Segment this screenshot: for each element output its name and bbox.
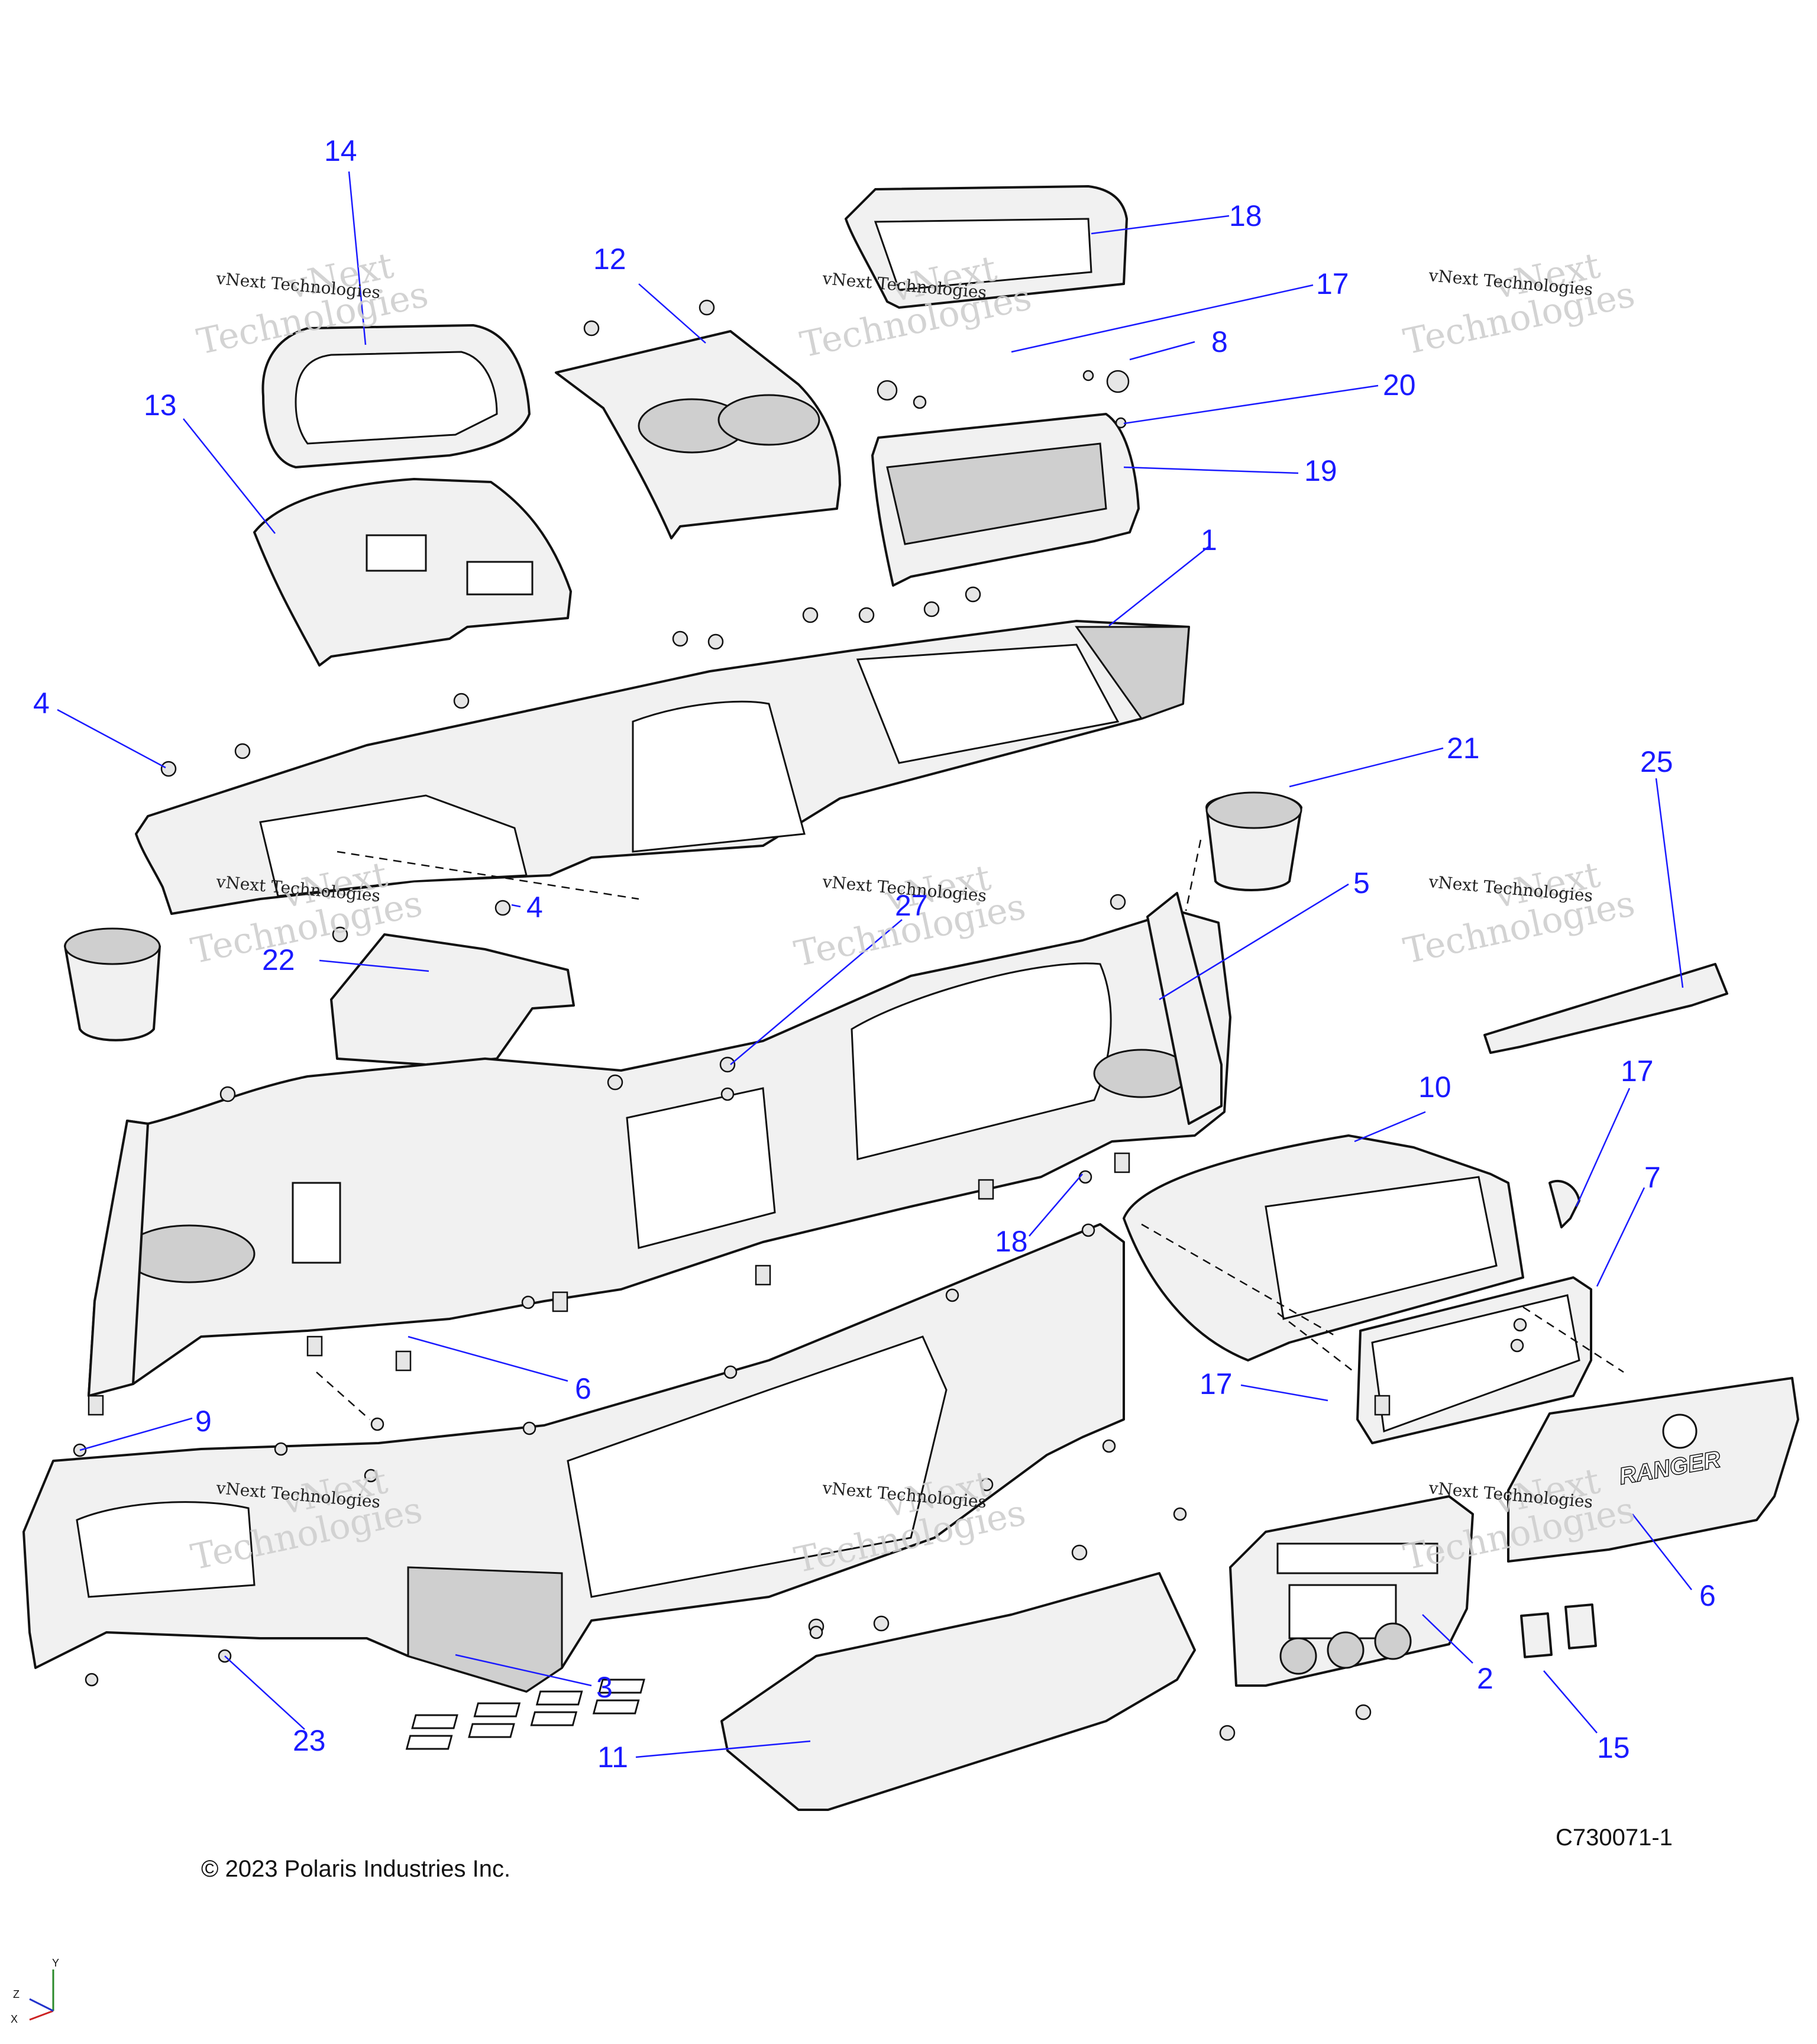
part-16-clips bbox=[1520, 1603, 1597, 1658]
cup-holder-left bbox=[64, 927, 161, 1042]
leader-lines bbox=[57, 171, 1692, 1758]
callout-27[interactable]: 27 bbox=[895, 889, 928, 922]
callout-2[interactable]: 2 bbox=[1477, 1662, 1493, 1695]
part-18-switch bbox=[1548, 1179, 1580, 1228]
figure-code: C730071-1 bbox=[1556, 1825, 1673, 1851]
callout-9[interactable]: 8 bbox=[1211, 325, 1228, 358]
part-21-glove-box-bin bbox=[871, 413, 1140, 587]
fasteners bbox=[73, 299, 1527, 1741]
part-26-trim-strip bbox=[1483, 963, 1728, 1054]
callout-19[interactable]: 18 bbox=[995, 1225, 1028, 1258]
callout-labels: 14 13 12 18 17 8 20 19 1 4 4 21 25 5 22 … bbox=[33, 134, 1716, 1774]
callout-20[interactable]: 18 bbox=[1229, 199, 1262, 232]
part-2-switch-panel bbox=[1229, 1495, 1474, 1687]
part-23-cup-holder bbox=[1205, 791, 1302, 891]
callout-10[interactable]: 9 bbox=[195, 1405, 212, 1438]
watermark-3: vNext Technologies bbox=[1400, 245, 1638, 363]
part-5-dash-frame bbox=[88, 892, 1231, 1397]
callout-13[interactable]: 12 bbox=[593, 242, 626, 276]
part-12-lower-vent-panel bbox=[405, 1572, 1196, 1811]
callout-1[interactable]: 1 bbox=[1201, 523, 1217, 557]
part-14-instrument-housing bbox=[253, 478, 572, 667]
callout-24[interactable]: 22 bbox=[262, 943, 295, 976]
callout-21[interactable]: 19 bbox=[1304, 454, 1337, 487]
callout-4-upper[interactable]: 4 bbox=[33, 687, 50, 720]
part-13-cupholder-console bbox=[555, 330, 841, 539]
watermark-6: vNext Technologies bbox=[1400, 854, 1638, 972]
callout-11[interactable]: 10 bbox=[1418, 1070, 1451, 1104]
part-3-lower-dash bbox=[22, 1223, 1125, 1693]
assembly-dashed-lines bbox=[316, 839, 1624, 1420]
callout-22[interactable]: 20 bbox=[1383, 368, 1416, 402]
part-8-bezel-ring bbox=[1356, 1276, 1592, 1444]
callout-17[interactable]: 17 bbox=[1316, 267, 1349, 300]
callout-8[interactable]: 7 bbox=[1644, 1161, 1661, 1194]
callout-17-lower[interactable]: 17 bbox=[1200, 1367, 1233, 1401]
callout-23[interactable]: 21 bbox=[1447, 732, 1480, 765]
callout-4-lower[interactable]: 4 bbox=[526, 891, 543, 924]
callout-25[interactable]: 23 bbox=[293, 1724, 326, 1757]
part-24-bracket bbox=[330, 933, 575, 1066]
callout-12[interactable]: 11 bbox=[597, 1741, 628, 1774]
axis-y-label: Y bbox=[52, 1957, 59, 1969]
part-11-display-housing bbox=[1123, 1134, 1524, 1361]
callout-26[interactable]: 25 bbox=[1640, 745, 1673, 778]
callout-7[interactable]: 6 bbox=[575, 1372, 591, 1405]
callout-5[interactable]: 5 bbox=[1353, 866, 1370, 900]
callout-15[interactable]: 14 bbox=[324, 134, 357, 167]
part-6-glove-box-door: RANGER bbox=[1507, 1377, 1799, 1563]
part-15-gauge-bezel bbox=[261, 324, 531, 468]
axis-triad: Y Z X bbox=[11, 1957, 59, 2025]
part-20-storage-lid bbox=[845, 185, 1128, 309]
callout-3[interactable]: 3 bbox=[596, 1671, 613, 1704]
callout-18[interactable]: 17 bbox=[1621, 1055, 1654, 1088]
copyright-notice: © 2023 Polaris Industries Inc. bbox=[201, 1856, 510, 1882]
part-1-upper-dash bbox=[135, 620, 1190, 915]
axis-z-label: Z bbox=[13, 1988, 20, 2000]
callout-16[interactable]: 15 bbox=[1597, 1731, 1630, 1764]
callout-14[interactable]: 13 bbox=[144, 389, 177, 422]
callout-6[interactable]: 6 bbox=[1699, 1579, 1716, 1612]
axis-x-label: X bbox=[11, 2013, 18, 2025]
